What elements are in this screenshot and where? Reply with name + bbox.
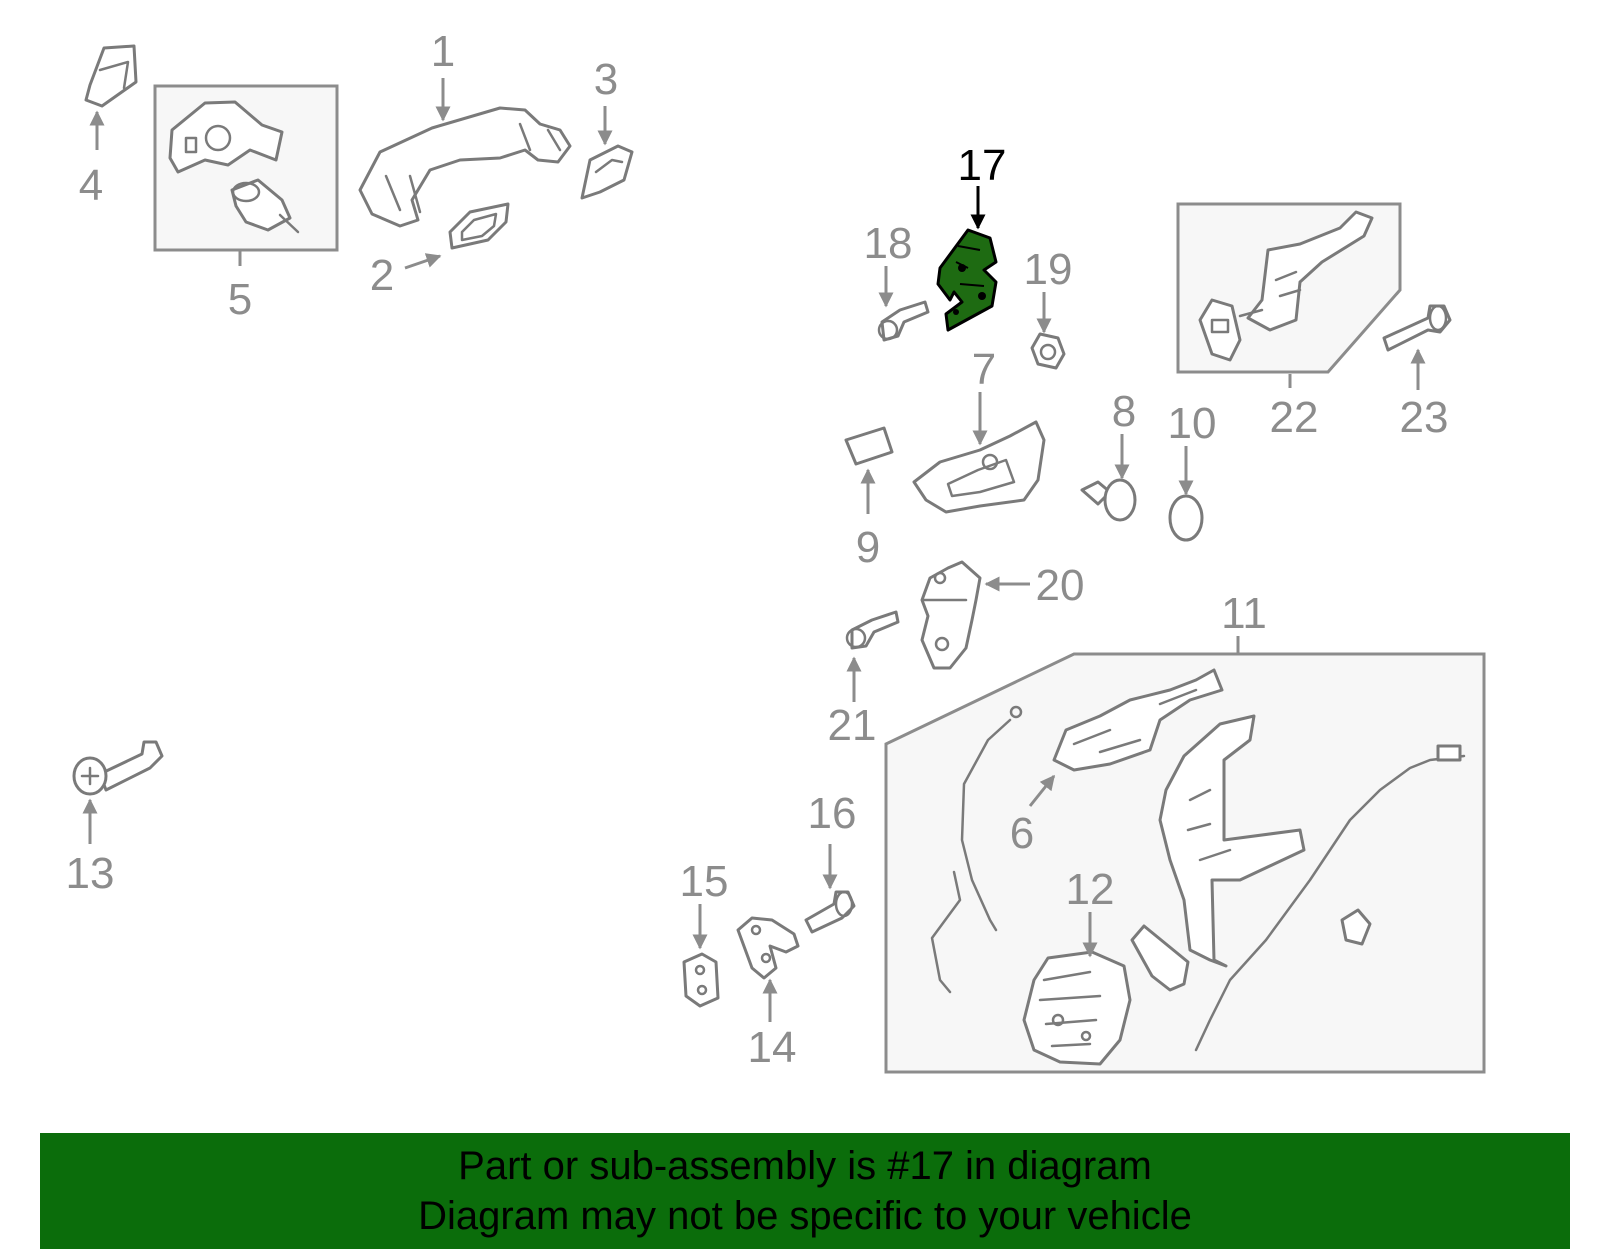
part-3-cover — [580, 144, 634, 200]
part-1-handle — [358, 106, 572, 228]
callout-9-label: 9 — [856, 523, 880, 572]
callout-18-label: 18 — [864, 219, 913, 268]
callout-21-label: 21 — [828, 701, 877, 750]
callout-2-label: 2 — [370, 251, 394, 300]
info-banner: Part or sub-assembly is #17 in diagram D… — [40, 1133, 1570, 1249]
callout-22-label: 22 — [1270, 393, 1319, 442]
callout-10-label: 10 — [1168, 399, 1217, 448]
part-14-striker — [736, 916, 800, 980]
callout-1-label: 1 — [431, 27, 455, 76]
callout-6-arrow — [1028, 774, 1056, 807]
callout-17-label: 17 — [958, 141, 1007, 190]
callout-8-label: 8 — [1112, 387, 1136, 436]
part-7-inner-handle — [912, 420, 1046, 514]
part-9-clip — [844, 426, 894, 466]
part-21-bolt — [845, 610, 900, 650]
part-17-highlighted — [936, 228, 998, 332]
part-13-screw — [72, 740, 164, 796]
banner-line-1: Part or sub-assembly is #17 in diagram — [458, 1144, 1152, 1188]
callout-7-label: 7 — [972, 345, 996, 394]
banner-line-2: Diagram may not be specific to your vehi… — [418, 1194, 1192, 1238]
callout-16-label: 16 — [808, 789, 857, 838]
callout-5-label: 5 — [228, 275, 252, 324]
callout-23-label: 23 — [1400, 393, 1449, 442]
callout-11-label: 11 — [1221, 589, 1267, 638]
part-15-shim — [682, 952, 720, 1008]
part-2-gasket — [448, 202, 510, 250]
callout-19-label: 19 — [1024, 245, 1073, 294]
callout-13-label: 13 — [66, 849, 115, 898]
part-10-ring — [1168, 494, 1204, 542]
part-8-screw — [1080, 478, 1137, 522]
callout-15-label: 15 — [680, 857, 729, 906]
part-16-bolt — [804, 890, 856, 934]
callout-3-label: 3 — [594, 55, 618, 104]
lock-cylinder-part — [168, 100, 300, 234]
callout-12-label: 12 — [1066, 865, 1115, 914]
banner-background — [40, 1133, 1570, 1249]
part-18-bolt — [877, 300, 930, 342]
callout-6-label: 6 — [1010, 809, 1034, 858]
callout-2-arrow — [404, 253, 442, 270]
part-20-bracket — [920, 560, 982, 670]
part-4-cap — [84, 44, 138, 108]
part-23-bolt — [1382, 304, 1452, 352]
callout-20-label: 20 — [1036, 561, 1085, 610]
callout-14-label: 14 — [748, 1023, 797, 1072]
latch-assembly-parts — [930, 668, 1466, 1066]
part-19-nut — [1030, 332, 1066, 370]
door-check-part — [1198, 210, 1374, 362]
callout-4-label: 4 — [79, 161, 103, 210]
